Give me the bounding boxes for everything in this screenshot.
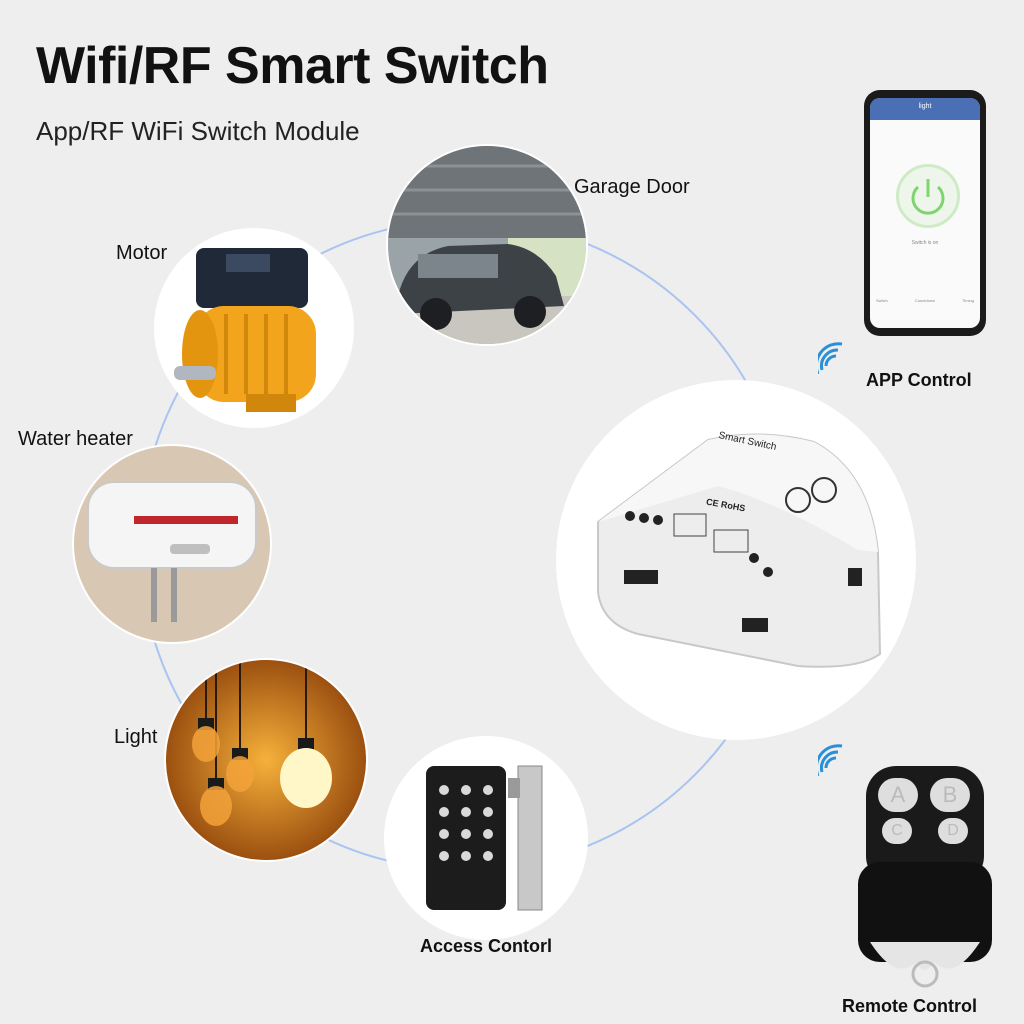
garage-door-image	[388, 146, 586, 344]
access-control-image	[386, 738, 586, 938]
water-heater-image	[74, 446, 270, 642]
motor-image	[156, 230, 352, 426]
phone-header: light	[870, 98, 980, 120]
rf-signal-icon	[818, 744, 843, 776]
power-button[interactable]	[896, 164, 960, 228]
tab-countdown[interactable]: Countdown	[914, 298, 936, 303]
smart-switch-module: Smart Switch CE RoHS	[558, 382, 914, 738]
garage-door-label: Garage Door	[574, 176, 690, 198]
remote-button-c[interactable]: C	[882, 818, 912, 844]
page-title: Wifi/RF Smart Switch	[36, 37, 549, 95]
water-heater-label: Water heater	[18, 428, 133, 450]
motor-label: Motor	[116, 242, 168, 264]
remote-control-label: Remote Control	[842, 996, 977, 1016]
app-control-label: APP Control	[866, 370, 972, 390]
light-label: Light	[114, 726, 158, 748]
remote-button-a[interactable]: A	[878, 778, 918, 812]
phone-tab-bar: Switch Countdown Timing	[876, 298, 974, 303]
remote-buttons: A B C D	[878, 778, 972, 858]
motor-icon	[156, 230, 352, 426]
keypad-icon	[386, 738, 586, 938]
light-bulb-icon	[166, 660, 366, 860]
tab-switch[interactable]: Switch	[876, 298, 888, 303]
light-image	[166, 660, 366, 860]
smart-switch-icon	[558, 382, 914, 738]
remote-button-b[interactable]: B	[930, 778, 970, 812]
tab-timing[interactable]: Timing	[962, 298, 974, 303]
access-control-label: Access Contorl	[420, 936, 553, 956]
remote-button-d[interactable]: D	[938, 818, 968, 844]
phone-screen-title: light	[918, 103, 932, 110]
phone-device: light Switch is on Switch Countdown Timi…	[864, 90, 986, 336]
wifi-signal-icon	[818, 342, 843, 374]
phone-screen: light Switch is on Switch Countdown Timi…	[870, 98, 980, 328]
garage-icon	[388, 146, 586, 344]
switch-status: Switch is on	[911, 240, 939, 246]
power-icon	[911, 179, 945, 215]
page-subtitle: App/RF WiFi Switch Module	[36, 116, 360, 146]
water-heater-icon	[74, 446, 270, 642]
